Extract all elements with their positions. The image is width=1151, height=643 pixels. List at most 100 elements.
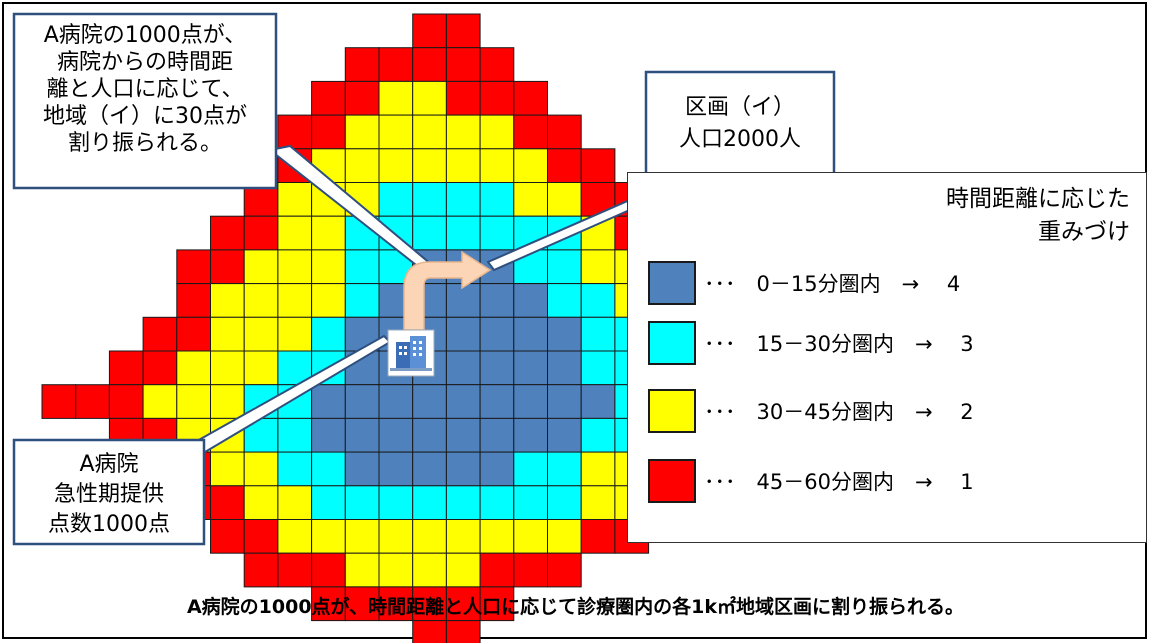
hospital-building-icon: [387, 329, 435, 377]
grid-cell: [412, 114, 447, 150]
grid-cell: [277, 114, 313, 150]
grid-cell: [479, 80, 515, 116]
grid-cell: [277, 182, 313, 217]
grid-cell: [378, 451, 414, 487]
grid-cell: [445, 384, 481, 419]
grid-cell: [547, 451, 582, 487]
grid-cell: [547, 316, 582, 352]
hospital-callout-box: [12, 438, 206, 546]
grid-cell: [445, 13, 481, 49]
grid-cell: [277, 485, 313, 520]
grid-cell: [412, 215, 447, 251]
grid-cell: [513, 350, 548, 386]
grid-cell: [311, 114, 346, 150]
grid-cell: [176, 249, 212, 285]
grid-cell: [445, 182, 481, 217]
grid-cell: [344, 417, 380, 453]
grid-cell: [479, 451, 515, 487]
grid-cell: [277, 249, 313, 285]
grid-cell: [445, 586, 481, 622]
grid-cell: [142, 384, 178, 419]
grid-cell: [344, 519, 380, 554]
grid-cell: [479, 384, 515, 419]
grid-cell: [344, 451, 380, 487]
grid-cell: [445, 114, 481, 150]
grid-cell: [311, 485, 346, 520]
grid-cell: [412, 552, 447, 588]
grid-cell: [412, 620, 447, 643]
grid-cell: [547, 182, 582, 217]
grid-cell: [176, 350, 212, 386]
grid-cell: [311, 215, 346, 251]
grid-cell: [412, 417, 447, 453]
zone-callout-text: 区画（イ） 人口2000人: [679, 95, 801, 152]
grid-cell: [277, 417, 313, 453]
grid-cell: [243, 350, 279, 386]
grid-cell: [412, 485, 447, 520]
grid-cell: [412, 13, 447, 49]
legend-label-45-60: ･･･ 45－60分圏内 → 1: [704, 470, 974, 494]
grid-cell: [311, 451, 346, 487]
grid-cell: [243, 552, 279, 588]
grid-cell: [445, 316, 481, 352]
grid-cell: [412, 47, 447, 82]
grid-cell: [344, 586, 380, 622]
grid-cell: [277, 215, 313, 251]
grid-cell: [277, 350, 313, 386]
grid-cell: [210, 215, 245, 251]
grid-cell: [378, 485, 414, 520]
legend-item-15-30: ･･･ 15－30分圏内 → 3: [648, 321, 974, 365]
grid-cell: [108, 384, 144, 419]
grid-cell: [311, 80, 346, 116]
grid-cell: [479, 417, 515, 453]
legend-item-0-15: ･･･ 0－15分圏内 → 4: [648, 261, 960, 305]
grid-cell: [243, 316, 279, 352]
grid-cell: [412, 80, 447, 116]
grid-cell: [513, 182, 548, 217]
grid-cell: [580, 283, 616, 318]
grid-cell: [513, 283, 548, 318]
grid-cell: [311, 316, 346, 352]
grid-cell: [277, 519, 313, 554]
grid-cell: [210, 384, 245, 419]
grid-cell: [580, 350, 616, 386]
grid-cell: [547, 417, 582, 453]
grid-cell: [311, 384, 346, 419]
grid-cell: [479, 586, 515, 622]
grid-cell: [378, 519, 414, 554]
grid-cell: [412, 182, 447, 217]
grid-cell: [445, 620, 481, 643]
grid-cell: [479, 350, 515, 386]
grid-cell: [445, 283, 481, 318]
grid-cell: [210, 451, 245, 487]
legend-label-0-15: ･･･ 0－15分圏内 → 4: [704, 272, 961, 296]
grid-cell: [277, 316, 313, 352]
legend-swatch-15-30: [648, 321, 696, 365]
grid-cell: [311, 552, 346, 588]
grid-cell: [243, 519, 279, 554]
grid-cell: [479, 47, 515, 82]
grid-cell: [513, 485, 548, 520]
grid-cell: [243, 283, 279, 318]
grid-cell: [142, 350, 178, 386]
grid-cell: [412, 148, 447, 184]
grid-cell: [243, 249, 279, 285]
grid-cell: [445, 215, 481, 251]
grid-cell: [210, 283, 245, 318]
legend-swatch-0-15: [648, 261, 696, 305]
grid-cell: [378, 47, 414, 82]
grid-cell: [547, 148, 582, 184]
grid-cell: [513, 384, 548, 419]
grid-cell: [513, 148, 548, 184]
grid-cell: [378, 586, 414, 622]
grid-cell: [513, 114, 548, 150]
grid-cell: [479, 519, 515, 554]
grid-cell: [412, 519, 447, 554]
grid-cell: [378, 384, 414, 419]
grid-cell: [513, 80, 548, 116]
grid-cell: [479, 215, 515, 251]
grid-cell: [547, 485, 582, 520]
grid-cell: [344, 148, 380, 184]
grid-cell: [210, 249, 245, 285]
grid-cell: [445, 485, 481, 520]
